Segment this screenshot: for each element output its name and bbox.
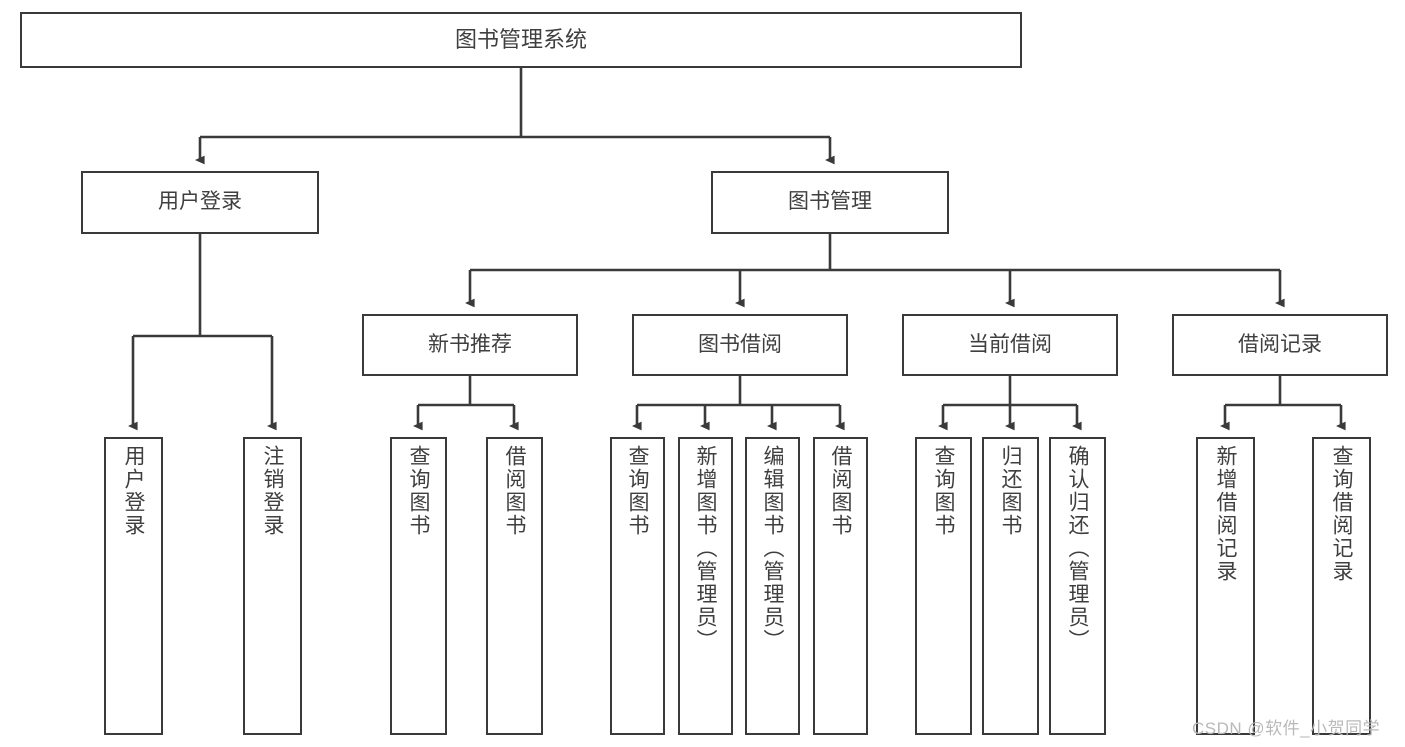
node-leaf-confirm-return-label: 确认归还（管理员） — [1066, 445, 1089, 652]
node-leaf-query-record[interactable]: 查询借阅记录 — [1312, 437, 1371, 735]
node-leaf-user-logout[interactable]: 注销登录 — [243, 437, 302, 735]
node-leaf-borrow-book[interactable]: 借阅图书 — [813, 437, 868, 735]
node-user-login-label: 用户登录 — [158, 190, 242, 214]
node-leaf-return-book-label: 归还图书 — [999, 445, 1022, 537]
node-leaf-edit-book[interactable]: 编辑图书（管理员） — [745, 437, 800, 735]
node-current-borrow-label: 当前借阅 — [968, 332, 1052, 356]
node-leaf-query-record-label: 查询借阅记录 — [1330, 445, 1353, 583]
node-leaf-user-logout-label: 注销登录 — [261, 445, 284, 537]
node-leaf-add-record[interactable]: 新增借阅记录 — [1196, 437, 1255, 735]
csdn-watermark: CSDN @软件_小贺同学 — [1192, 719, 1381, 738]
node-book-manage[interactable]: 图书管理 — [711, 171, 949, 234]
node-user-login[interactable]: 用户登录 — [81, 171, 319, 234]
node-leaf-borrow-book-rec[interactable]: 借阅图书 — [486, 437, 543, 735]
node-leaf-add-book-label: 新增图书（管理员） — [694, 445, 717, 652]
node-new-book-rec[interactable]: 新书推荐 — [362, 314, 578, 376]
node-borrow-record-label: 借阅记录 — [1238, 332, 1322, 356]
node-borrow-record[interactable]: 借阅记录 — [1172, 314, 1388, 376]
node-leaf-query-book-rec[interactable]: 查询图书 — [390, 437, 447, 735]
node-current-borrow[interactable]: 当前借阅 — [902, 314, 1118, 376]
node-book-borrow-label: 图书借阅 — [698, 332, 782, 356]
node-leaf-user-login-label: 用户登录 — [122, 445, 145, 537]
node-leaf-add-record-label: 新增借阅记录 — [1214, 445, 1237, 583]
node-leaf-edit-book-label: 编辑图书（管理员） — [761, 445, 784, 652]
node-leaf-borrow-book-label: 借阅图书 — [829, 445, 852, 537]
node-leaf-add-book[interactable]: 新增图书（管理员） — [678, 437, 733, 735]
node-book-manage-label: 图书管理 — [788, 190, 872, 214]
node-leaf-query-book-current-label: 查询图书 — [932, 445, 955, 537]
node-leaf-query-book-current[interactable]: 查询图书 — [915, 437, 972, 735]
node-new-book-rec-label: 新书推荐 — [428, 332, 512, 356]
node-leaf-query-book-borrow-label: 查询图书 — [626, 445, 649, 537]
node-leaf-return-book[interactable]: 归还图书 — [982, 437, 1039, 735]
node-leaf-borrow-book-rec-label: 借阅图书 — [503, 445, 526, 537]
node-leaf-user-login[interactable]: 用户登录 — [104, 437, 163, 735]
node-leaf-query-book-borrow[interactable]: 查询图书 — [610, 437, 665, 735]
node-root-label: 图书管理系统 — [454, 27, 587, 53]
node-book-borrow[interactable]: 图书借阅 — [632, 314, 848, 376]
node-leaf-query-book-rec-label: 查询图书 — [407, 445, 430, 537]
node-root[interactable]: 图书管理系统 — [20, 12, 1022, 68]
node-leaf-confirm-return[interactable]: 确认归还（管理员） — [1049, 437, 1106, 735]
